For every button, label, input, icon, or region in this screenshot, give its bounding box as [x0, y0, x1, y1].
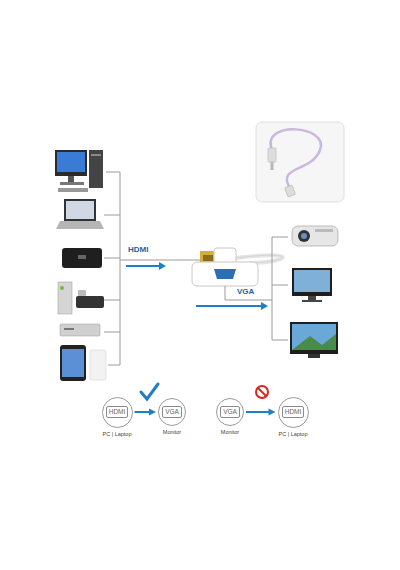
laptop — [56, 199, 104, 229]
right-bracket — [272, 237, 288, 340]
mini-pc — [60, 324, 100, 336]
vga-line — [225, 286, 272, 300]
left-bracket — [104, 172, 200, 365]
connector-circle: HDMIPC | Laptop — [102, 397, 133, 428]
device-caption: Monitor — [221, 429, 239, 435]
signal-label: HDMI — [127, 246, 149, 255]
hdmi-arrow — [126, 262, 166, 270]
flow-arrow — [135, 409, 157, 416]
projector — [292, 226, 338, 246]
device-caption: Monitor — [163, 429, 181, 435]
desktop-pc — [55, 150, 103, 192]
vga-arrow — [196, 302, 268, 310]
port-name: VGA — [162, 406, 182, 417]
port-name: VGA — [220, 406, 240, 417]
connector-circle: VGAMonitor — [216, 398, 244, 426]
device-caption: PC | Laptop — [279, 431, 308, 437]
device-caption: PC | Laptop — [103, 431, 132, 437]
arrow-head — [269, 409, 276, 416]
arrow-line — [246, 411, 270, 413]
connector-circle: HDMIPC | Laptop — [278, 397, 309, 428]
arrow-line — [135, 411, 151, 413]
game-console — [58, 282, 104, 314]
monitor — [292, 268, 332, 302]
arrow-head — [149, 409, 156, 416]
flow-arrow — [246, 409, 276, 416]
port-name: HDMI — [282, 406, 305, 417]
check-mark — [141, 384, 158, 399]
hdmi-vga-adapter — [192, 248, 283, 286]
audio-cable — [256, 122, 344, 202]
connector-circle: VGAMonitor — [158, 398, 186, 426]
tablet — [60, 345, 106, 381]
set-top-box — [62, 248, 102, 268]
prohibited-sign — [256, 386, 268, 398]
television — [290, 322, 338, 358]
port-name: HDMI — [106, 406, 129, 417]
signal-label: VGA — [236, 288, 255, 297]
